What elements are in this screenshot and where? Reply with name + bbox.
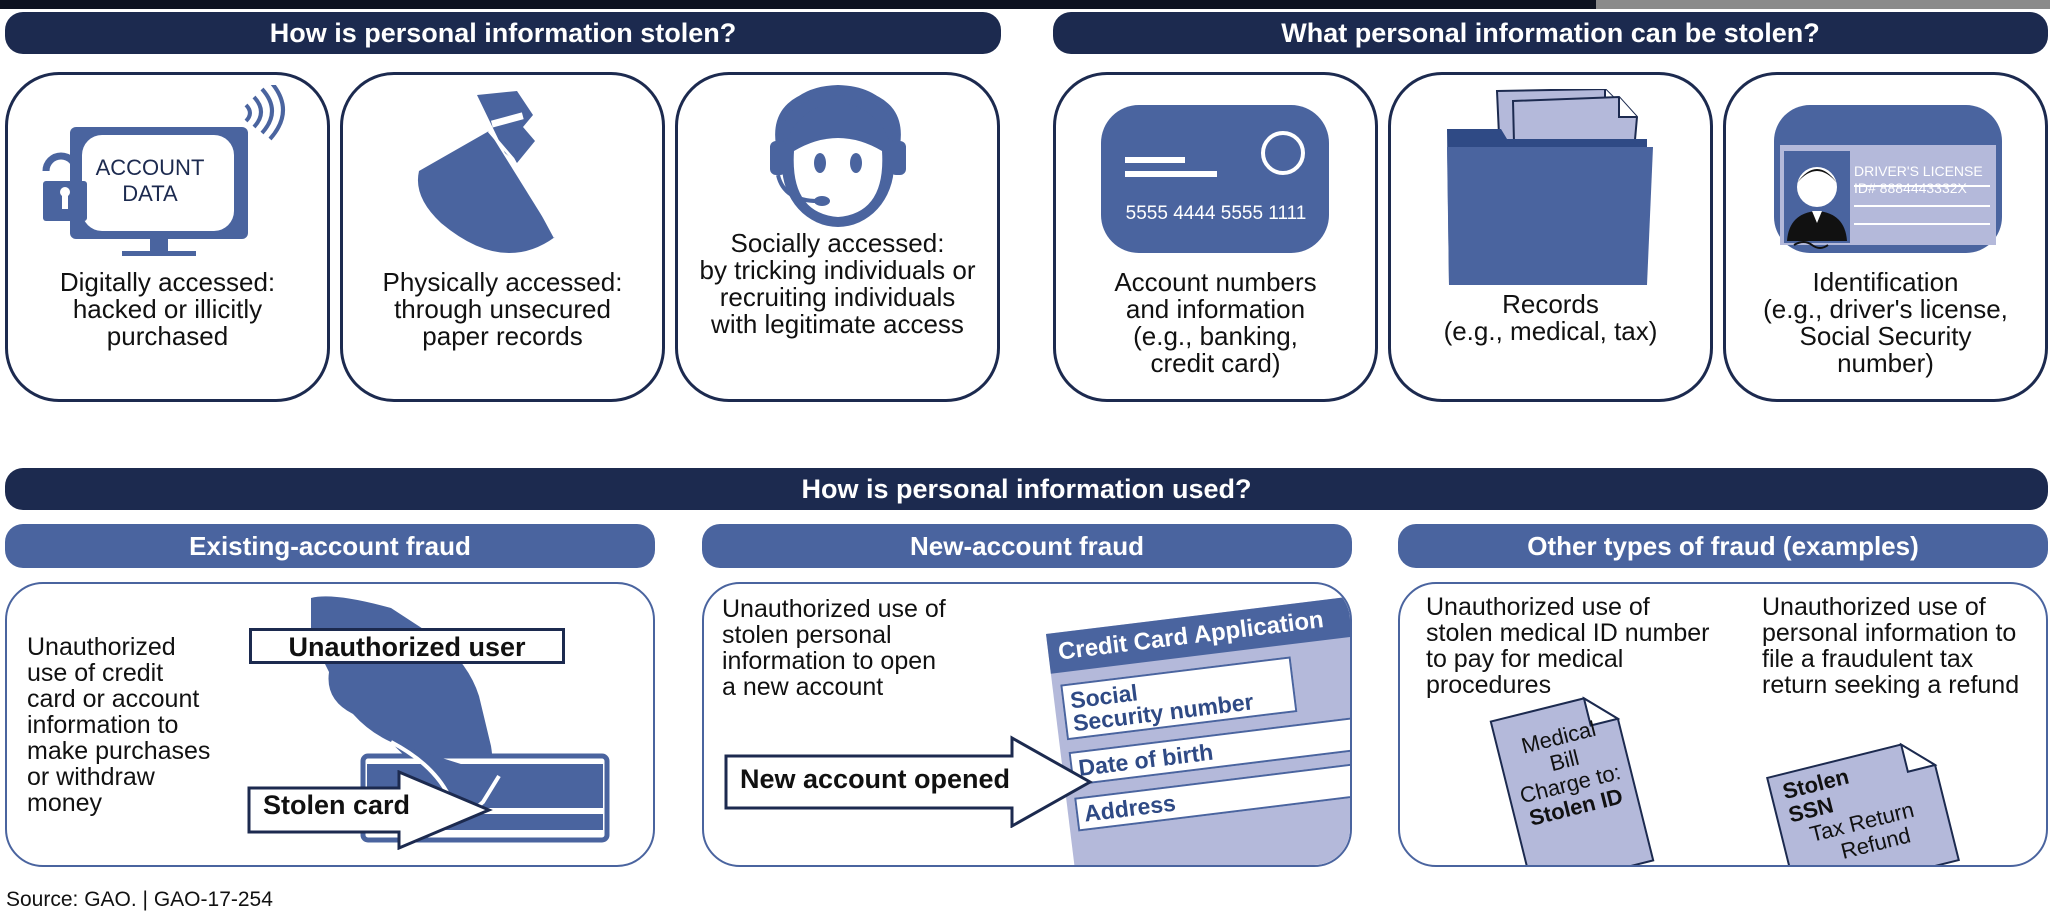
medical-bill-icon	[1489, 696, 1655, 865]
top-strip-tab	[1596, 0, 2050, 9]
credit-card-icon	[1101, 105, 1329, 253]
new-account-header: New-account fraud	[702, 524, 1352, 568]
identification-caption: Identification (e.g., driver's license, …	[1763, 267, 2008, 378]
account-numbers-card: 5555 4444 5555 1111 Account numbers and …	[1053, 72, 1378, 402]
stolen-how-header: How is personal information stolen?	[5, 12, 1001, 54]
digital-access-card: ACCOUNT DATA Digitally accessed: hacked …	[5, 72, 330, 402]
new-account-text: Unauthorized use of stolen personal info…	[722, 595, 946, 701]
computer-account-icon	[42, 85, 285, 256]
tax-fraud-text: Unauthorized use of personal information…	[1762, 593, 2020, 699]
folder-icon	[1447, 89, 1653, 285]
card-number-text: 5555 4444 5555 1111	[1125, 203, 1307, 224]
stolen-card-label: Stolen card	[263, 790, 411, 820]
account-numbers-caption: Account numbers and information (e.g., b…	[1114, 267, 1317, 378]
usage-header: How is personal information used?	[5, 468, 2048, 510]
social-access-card: Socially accessed: by tricking individua…	[675, 72, 1000, 402]
existing-account-panel: Unauthorized use of credit card or accou…	[5, 582, 655, 867]
records-card: Records (e.g., medical, tax)	[1388, 72, 1713, 402]
other-fraud-panel: Unauthorized use of stolen medical ID nu…	[1398, 582, 2048, 867]
license-id: ID# 8884443332X	[1854, 180, 1967, 196]
other-fraud-header: Other types of fraud (examples)	[1398, 524, 2048, 568]
unauthorized-user-label: Unauthorized user	[249, 628, 565, 664]
physical-access-caption: Physically accessed: through unsecured p…	[382, 267, 623, 351]
license-title: DRIVER'S LICENSE	[1854, 163, 1983, 179]
existing-account-text: Unauthorized use of credit card or accou…	[27, 633, 211, 817]
stolen-card-arrow-icon	[247, 770, 493, 850]
identification-card: DRIVER'S LICENSE ID# 8884443332X Identif…	[1723, 72, 2048, 402]
account-data-screen-text: ACCOUNT DATA	[95, 155, 205, 206]
thief-icon	[417, 91, 557, 254]
new-account-arrow-icon	[724, 735, 1094, 828]
tax-return-icon	[1766, 742, 1960, 865]
new-account-opened-label: New account opened	[740, 764, 1011, 794]
headset-person-icon	[770, 85, 906, 227]
social-access-caption: Socially accessed: by tricking individua…	[699, 228, 976, 339]
stolen-what-header: What personal information can be stolen?	[1053, 12, 2048, 54]
medical-bill-document: Medical Bill Charge to: Stolen ID	[1488, 689, 1655, 865]
drivers-license-icon	[1774, 105, 2002, 253]
records-caption: Records (e.g., medical, tax)	[1443, 289, 1658, 346]
top-strip	[0, 0, 2050, 9]
medical-fraud-text: Unauthorized use of stolen medical ID nu…	[1426, 593, 1710, 699]
tax-return-document: Stolen SSN Tax Return Refund	[1765, 735, 1961, 865]
new-account-panel: Unauthorized use of stolen personal info…	[702, 582, 1352, 867]
digital-access-caption: Digitally accessed: hacked or illicitly …	[59, 267, 276, 351]
existing-account-header: Existing-account fraud	[5, 524, 655, 568]
physical-access-card: Physically accessed: through unsecured p…	[340, 72, 665, 402]
source-note: Source: GAO. | GAO-17-254	[6, 888, 273, 911]
